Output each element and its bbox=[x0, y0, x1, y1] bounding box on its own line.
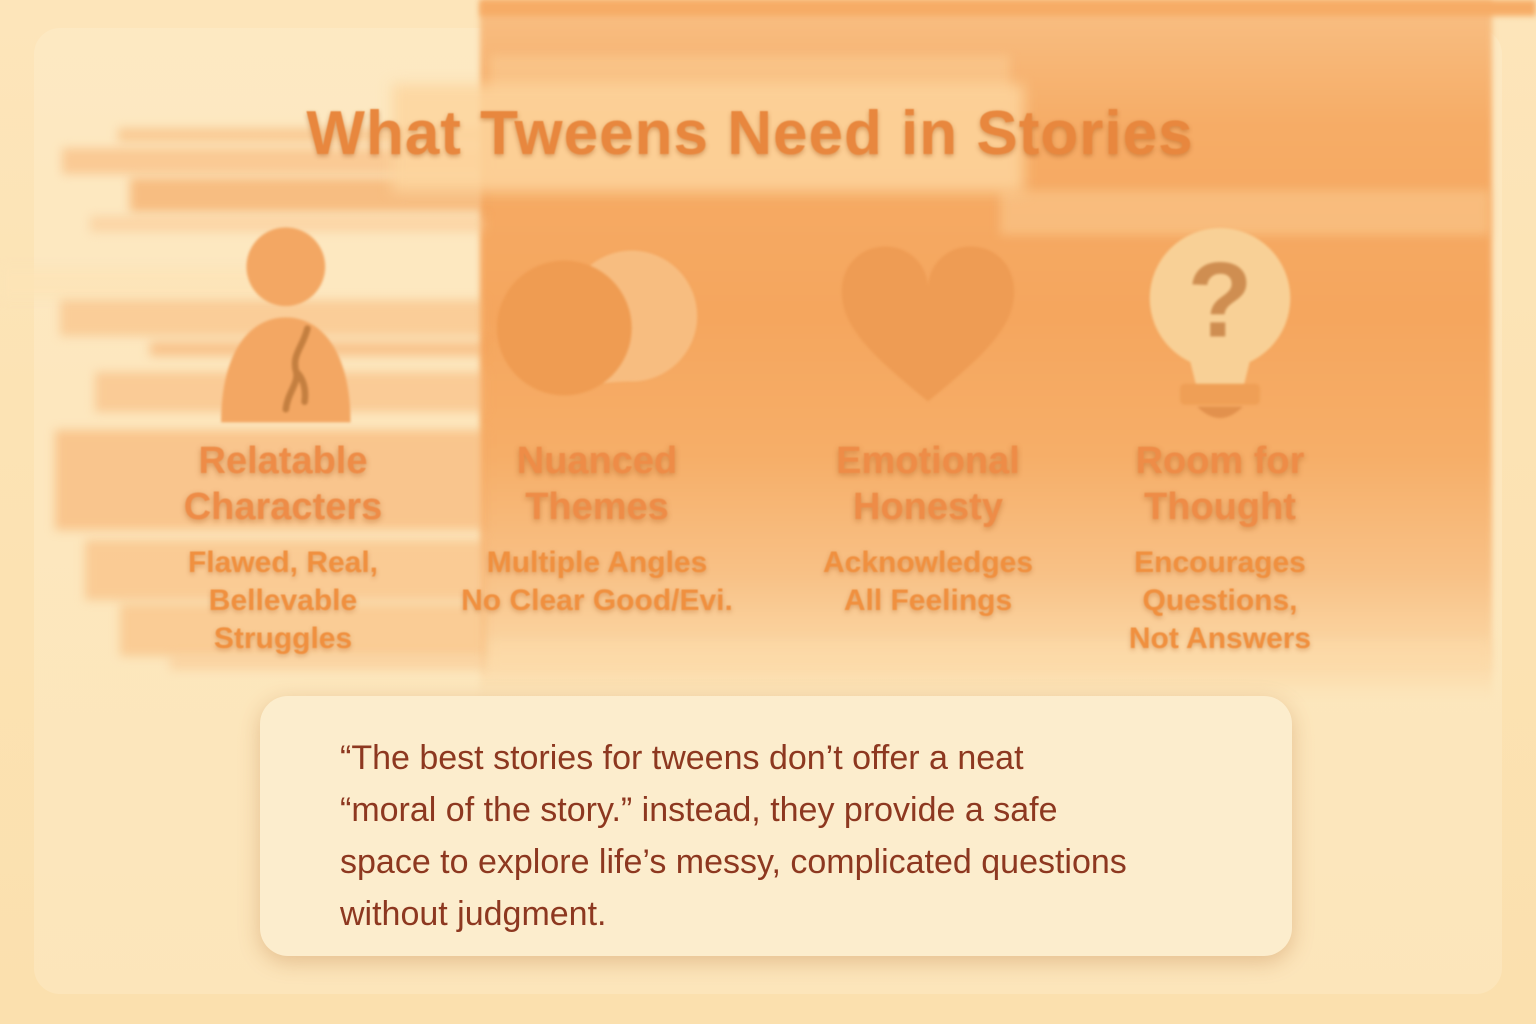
overlapping-circles-icon bbox=[437, 222, 757, 424]
heart-icon bbox=[768, 222, 1088, 424]
column-subtext: Multiple Angles No Clear Good/Evi. bbox=[461, 546, 733, 617]
column-subtext: Acknowledges All Feelings bbox=[822, 546, 1034, 617]
svg-text:?: ? bbox=[1188, 240, 1253, 359]
top-orange-bar bbox=[480, 0, 1536, 16]
column-room-for-thought: ? Room for Thought Encourages Questions,… bbox=[1060, 222, 1380, 658]
title-highlight-band bbox=[392, 84, 1024, 192]
column-heading: Room for Thought bbox=[1135, 440, 1305, 528]
column-emotional-honesty: Emotional Honesty Acknowledges All Feeli… bbox=[768, 222, 1088, 620]
page-title: What Tweens Need in Stories bbox=[306, 99, 1194, 168]
column-nuanced-themes: Nuanced Themes Multiple Angles No Clear … bbox=[437, 222, 757, 620]
column-subtext: Flawed, Real, Bellevable Struggles bbox=[187, 546, 379, 655]
lightbulb-question-icon: ? bbox=[1060, 222, 1380, 424]
flawed-person-icon bbox=[123, 222, 443, 424]
column-heading: Relatable Characters bbox=[183, 440, 383, 528]
column-relatable-characters: Relatable Characters Flawed, Real, Belle… bbox=[123, 222, 443, 658]
column-heading: Nuanced Themes bbox=[516, 440, 678, 528]
column-heading: Emotional Honesty bbox=[836, 440, 1020, 528]
quote-card: “The best stories for tweens don’t offer… bbox=[260, 696, 1292, 956]
column-subtext: Encourages Questions, Not Answers bbox=[1128, 546, 1312, 655]
quote-text: “The best stories for tweens don’t offer… bbox=[340, 739, 1127, 933]
